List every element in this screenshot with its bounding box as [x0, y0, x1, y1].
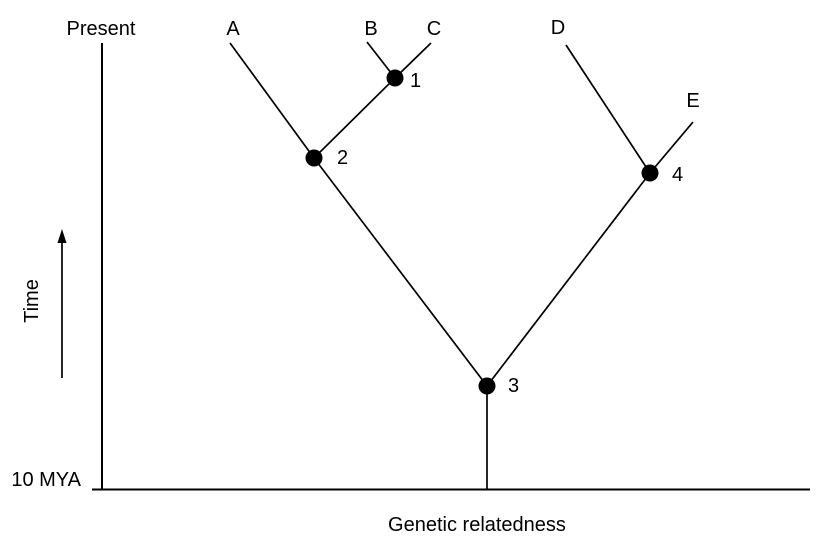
divergence-node-3: [478, 377, 496, 395]
branch-E_tip-to-n4: [649, 121, 694, 174]
branch-n2-to-n3: [313, 157, 488, 387]
mya-label: 10 MYA: [11, 469, 81, 491]
time-arrow-head: [57, 229, 67, 243]
node-label-1: 1: [410, 70, 421, 92]
divergence-node-2: [305, 149, 323, 167]
divergence-node-4: [641, 164, 659, 182]
taxon-label-A: A: [226, 18, 240, 40]
branch-n4-to-n3: [486, 172, 651, 387]
taxon-label-D: D: [551, 17, 565, 39]
time-axis-label: Time: [21, 279, 43, 323]
branch-n1-to-n2: [313, 77, 396, 159]
taxon-label-E: E: [686, 90, 699, 112]
tree-nodes: [305, 69, 659, 395]
node-label-2: 2: [337, 147, 348, 169]
tree-branches: [229, 41, 694, 489]
taxon-label-C: C: [427, 18, 441, 40]
node-label-3: 3: [508, 375, 519, 397]
branch-D_tip-to-n4: [565, 44, 651, 174]
x-axis-label: Genetic relatedness: [388, 514, 566, 536]
tree-labels: 1 2 3 4 A B C D E: [226, 17, 699, 397]
present-label: Present: [67, 18, 136, 40]
taxon-label-B: B: [364, 18, 377, 40]
node-label-4: 4: [672, 164, 683, 186]
divergence-node-1: [386, 69, 404, 87]
branch-A_tip-to-n2: [229, 42, 315, 159]
